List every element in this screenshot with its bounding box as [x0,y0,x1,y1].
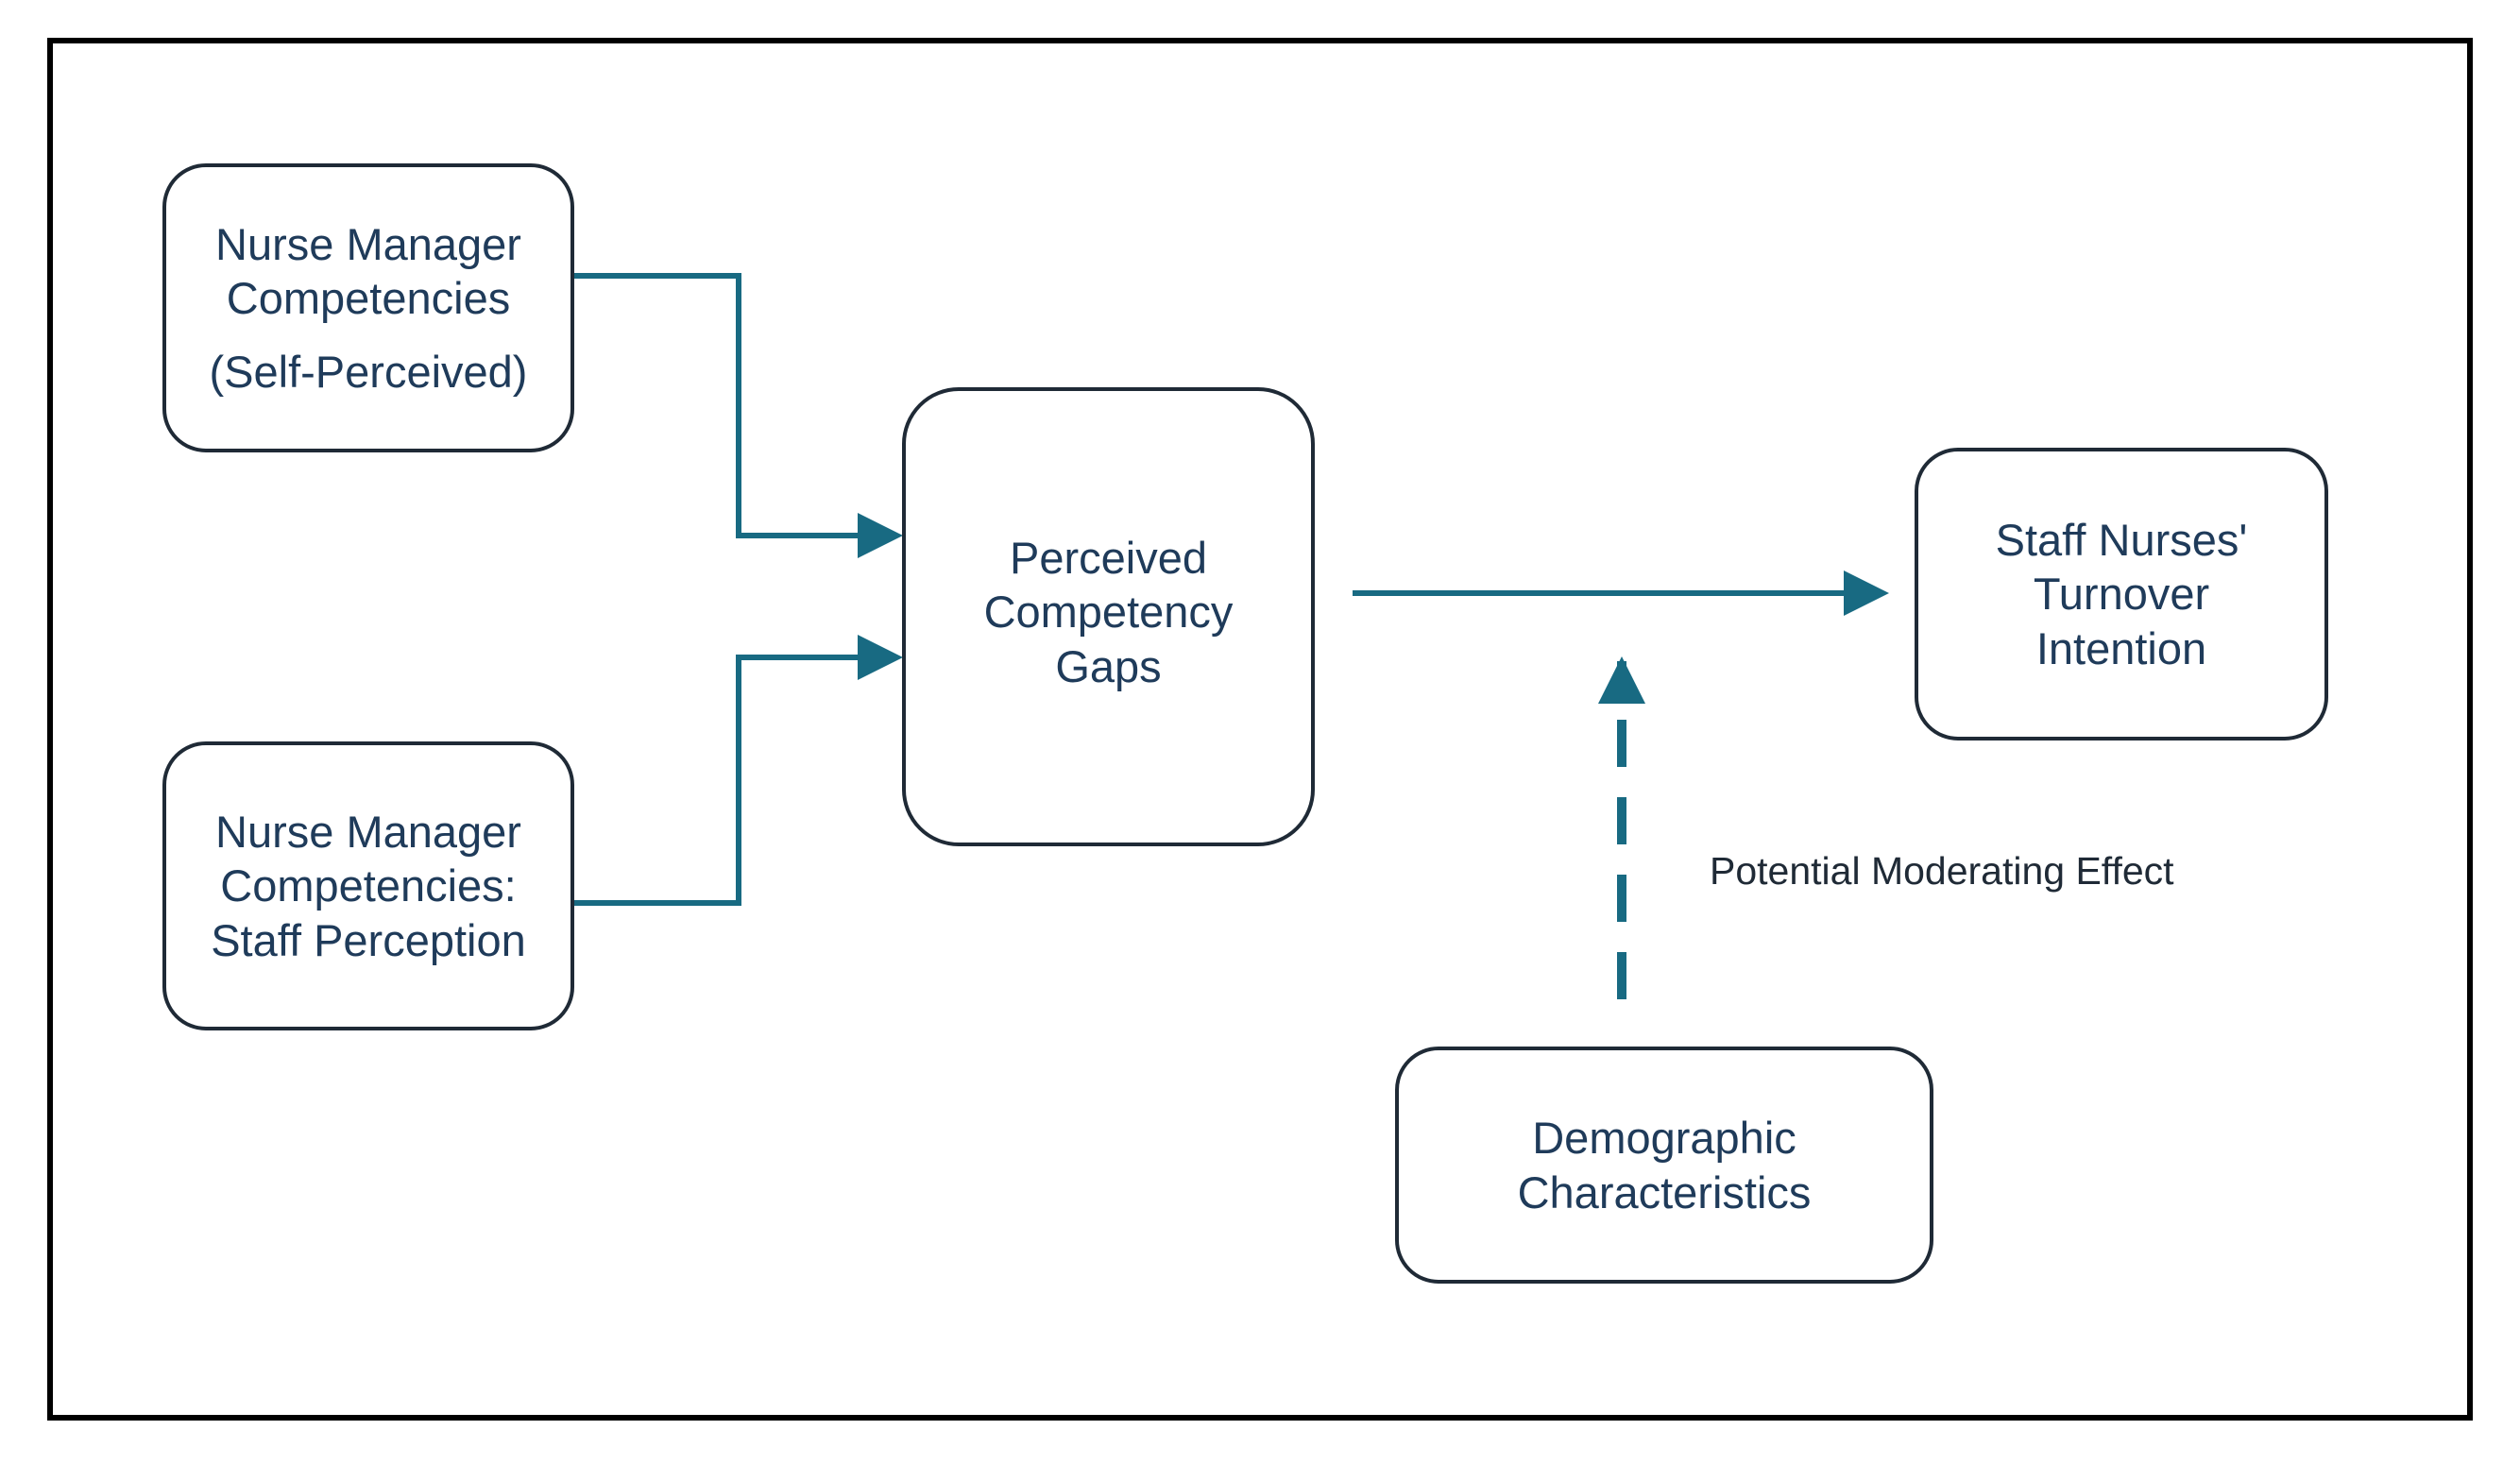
edge-staff-perception-to-gaps [574,635,903,906]
node-self-perceived-line1: Nurse Manager [215,219,521,269]
node-demographic-line1: Demographic [1532,1113,1796,1164]
node-self-perceived-competencies: Nurse Manager Competencies (Self-Perceiv… [162,163,574,452]
node-gaps-line1: Perceived [1010,533,1207,583]
node-staff-perception-line3: Staff Perception [211,914,526,965]
node-turnover-intention: Staff Nurses' Turnover Intention [1915,448,2328,741]
node-self-perceived-line2: Competencies [226,273,511,324]
edge-self-perceived-to-gaps [574,273,903,558]
node-staff-perception-line2: Competencies: [220,860,517,911]
node-demographic-line2: Characteristics [1517,1166,1812,1217]
node-staff-perception-competencies: Nurse Manager Competencies: Staff Percep… [162,741,574,1030]
node-turnover-line3: Intention [2035,622,2207,673]
node-self-perceived-line3: (Self-Perceived) [209,346,528,397]
node-turnover-line1: Staff Nurses' [1995,515,2248,565]
node-demographic-characteristics: Demographic Characteristics [1395,1047,1933,1284]
node-turnover-line2: Turnover [2033,569,2210,620]
diagram-frame [47,38,2473,1421]
node-staff-perception-line1: Nurse Manager [215,807,521,857]
node-gaps-line2: Competency [983,587,1234,638]
node-gaps-line3: Gaps [1055,640,1162,691]
node-perceived-competency-gaps: Perceived Competency Gaps [902,387,1315,846]
moderating-effect-label: Potential Moderating Effect [1710,849,2174,893]
